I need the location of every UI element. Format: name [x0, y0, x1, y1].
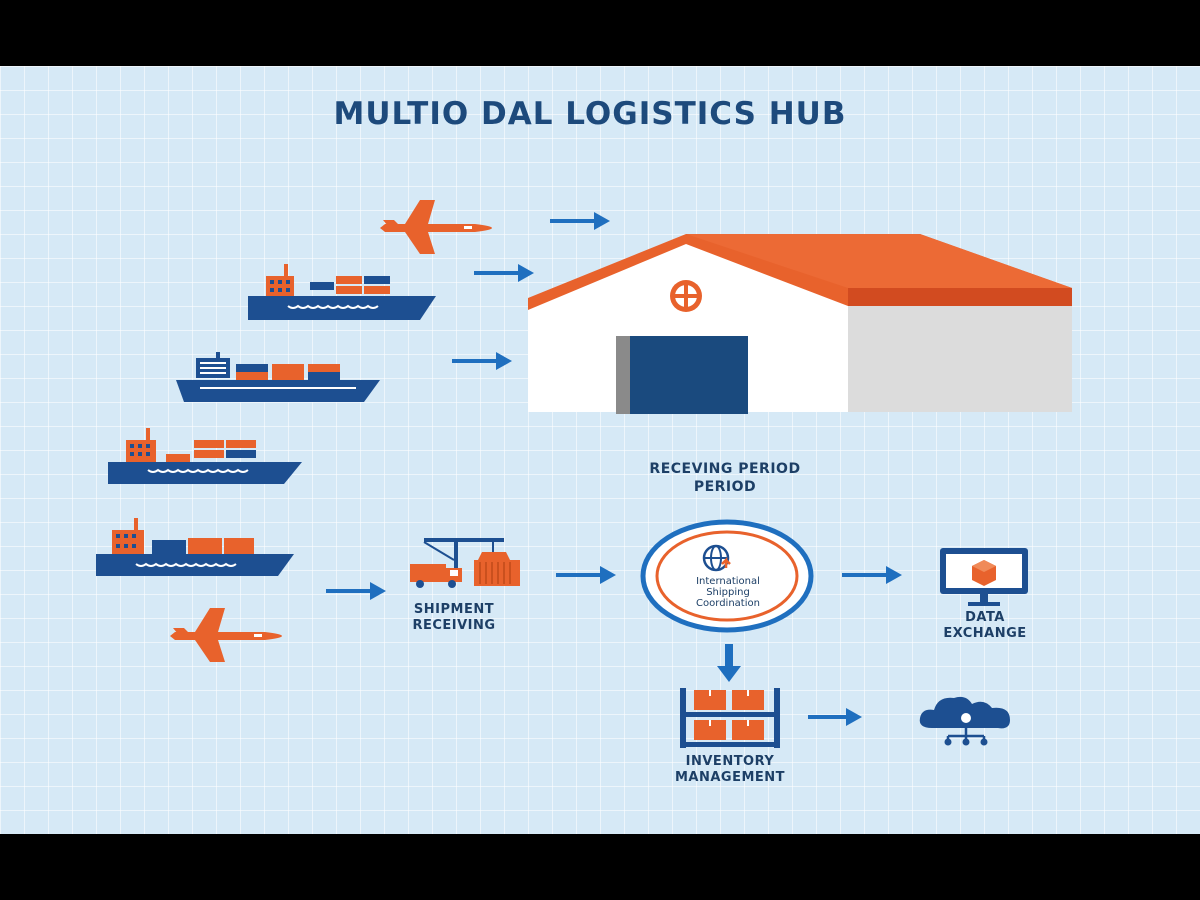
cargo-ship-icon: [96, 518, 294, 576]
shipment-receiving-line2: RECEIVING: [412, 618, 496, 633]
arrow-right-icon: [452, 352, 512, 370]
arrow-down-icon: [717, 644, 741, 682]
receiving-period-label: RECEVING PERIOD PERIOD: [600, 460, 850, 496]
cargo-ship-icon: [248, 264, 436, 320]
airplane-icon: [170, 608, 282, 662]
diagram-title: MULTIO DAL LOGISTICS HUB: [333, 96, 847, 132]
inventory-label: INVENTORY MANAGEMENT: [650, 754, 810, 786]
globe-icon: [702, 544, 731, 572]
warehouse-shelf-icon: [680, 688, 780, 748]
data-exchange-label: DATA EXCHANGE: [920, 610, 1050, 642]
receiving-period-line2: PERIOD: [693, 479, 757, 495]
shipment-receiving-label: SHIPMENT RECEIVING: [392, 602, 516, 634]
monitor-box-icon: [940, 548, 1028, 606]
data-exchange-line1: DATA: [965, 610, 1005, 625]
coordination-circle: [640, 519, 814, 633]
coordination-line1: International: [696, 576, 760, 587]
cargo-ship-icon: [176, 352, 380, 402]
arrow-right-icon: [326, 582, 386, 600]
inventory-line2: MANAGEMENT: [674, 770, 786, 785]
arrow-right-icon: [550, 212, 610, 230]
airplane-icon: [380, 200, 492, 254]
cloud-network-icon: [919, 696, 1010, 746]
cargo-ship-icon: [108, 428, 302, 484]
warehouse-icon: [528, 234, 1072, 414]
shipment-receiving-line1: SHIPMENT: [413, 602, 495, 617]
inventory-line1: INVENTORY: [685, 754, 775, 769]
data-exchange-line2: EXCHANGE: [943, 626, 1027, 641]
arrow-right-icon: [474, 264, 534, 282]
coordination-line2: Shipping: [706, 587, 750, 598]
coordination-line3: Coordination: [696, 598, 760, 609]
coordination-label: International Shipping Coordination: [672, 576, 784, 609]
arrow-right-icon: [556, 566, 616, 584]
arrow-right-icon: [842, 566, 902, 584]
crane-truck-container-icon: [410, 538, 520, 588]
receiving-period-line1: RECEVING PERIOD: [649, 461, 801, 477]
diagram-canvas: MULTIO DAL LOGISTICS HUB: [0, 66, 1200, 834]
arrow-right-icon: [808, 708, 862, 726]
